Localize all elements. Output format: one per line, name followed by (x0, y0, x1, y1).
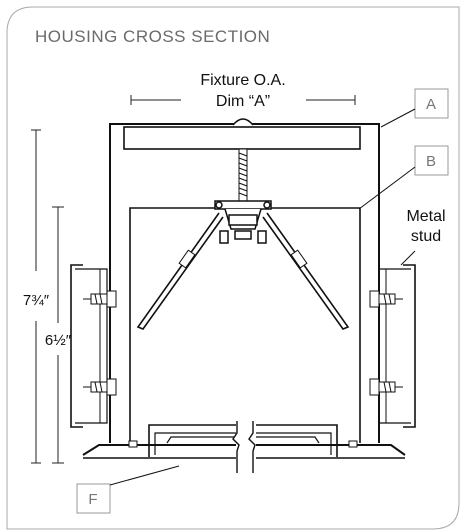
dimension-outer-line (31, 129, 41, 464)
dimension-outer-label: 7¾″ (23, 292, 50, 309)
callout-b-box (414, 145, 449, 176)
fixture-dimension-line (130, 95, 356, 105)
metal-stud-left (70, 264, 108, 428)
screw-right-lower (369, 378, 403, 396)
bracket-assembly (214, 200, 272, 244)
callout-b-label: B (426, 153, 436, 170)
callout-a-label: A (426, 96, 436, 113)
dimension-inner-label: 6½″ (45, 332, 72, 349)
callout-b-leader (358, 166, 416, 210)
callout-f-leader (109, 465, 180, 486)
callout-a-leader (380, 108, 416, 128)
metal-stud-label-line2: stud (411, 228, 441, 245)
screw-right-upper (369, 290, 403, 308)
callout-f-label: F (88, 491, 97, 508)
fixture-label-line2: Dim “A” (216, 93, 270, 110)
diagram-frame: Fixture O.A. Dim “A” (3, 3, 460, 530)
callout-a-box (414, 88, 449, 119)
metal-stud-label-line1: Metal (406, 208, 445, 225)
fixture-label-line1: Fixture O.A. (200, 72, 285, 89)
callout-f-box (76, 483, 111, 514)
screw-left-lower (83, 378, 117, 396)
screw-left-upper (83, 290, 117, 308)
cross-section-drawing: Fixture O.A. Dim “A” (6, 6, 460, 530)
arm-clips (178, 249, 308, 269)
trim-clips (128, 440, 358, 448)
spring-arms (136, 212, 350, 330)
metal-stud-right (378, 264, 416, 428)
diagram-title: HOUSING CROSS SECTION (35, 27, 271, 46)
threaded-rod (232, 118, 254, 204)
dimension-inner-line (52, 206, 64, 464)
break-symbol (232, 421, 256, 473)
metal-stud-leader (400, 250, 416, 266)
